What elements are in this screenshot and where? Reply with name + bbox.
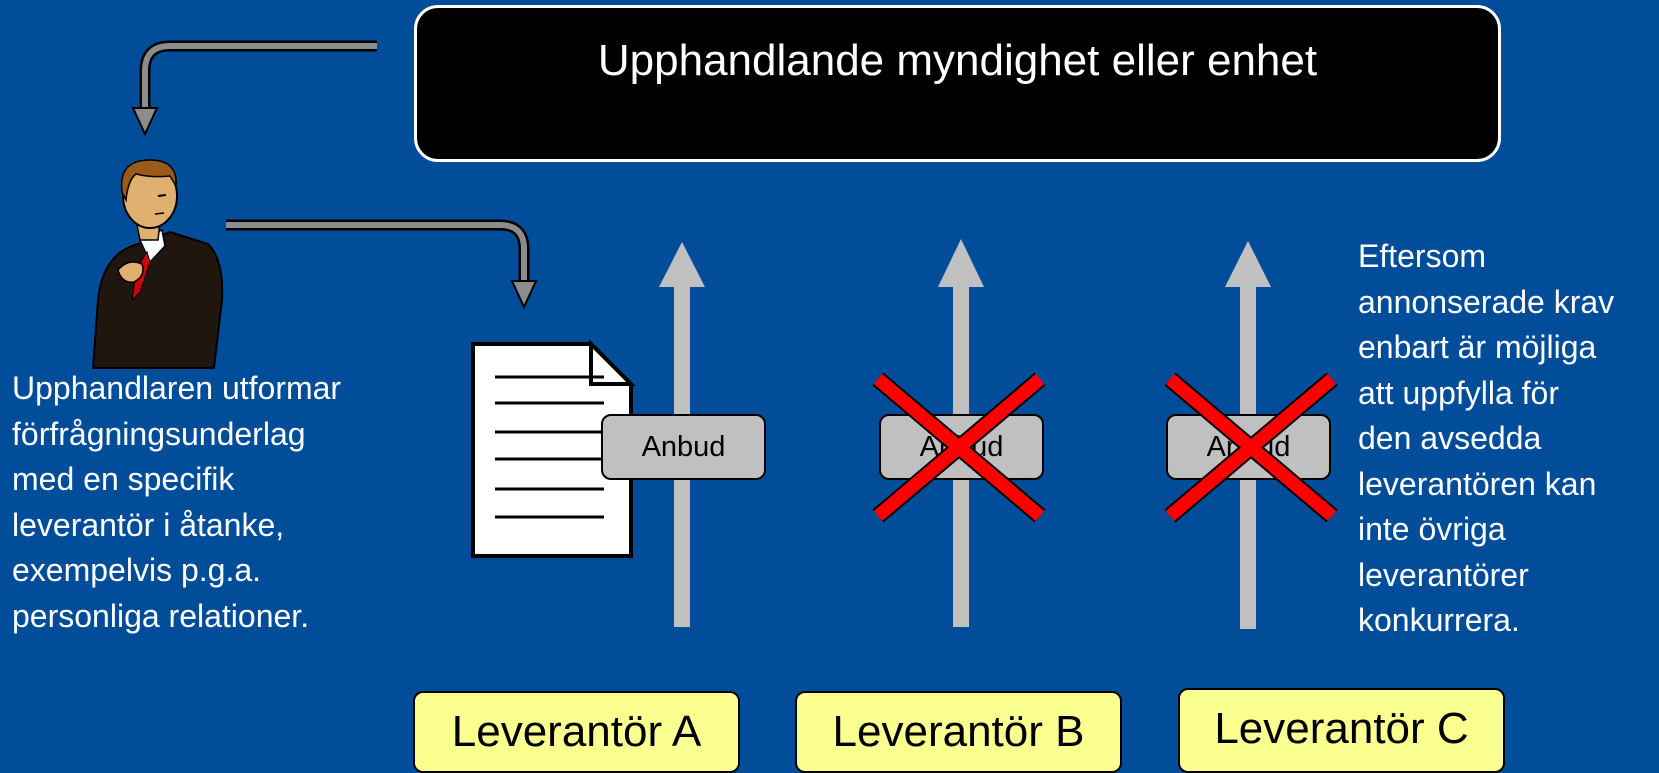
consequence-description-line: att uppfylla för [1358, 374, 1559, 411]
bid-box-b: Anbud [879, 414, 1044, 480]
procurer-person-figure [91, 159, 224, 369]
connector-arrow-authority-to-procurer [131, 40, 377, 137]
rejected-cross-icon-b [872, 372, 1046, 523]
consequence-description-line: leverantören kan [1358, 465, 1597, 502]
consequence-description-line: Eftersom [1358, 238, 1487, 274]
consequence-description-line: annonserade krav [1358, 283, 1615, 320]
bid-box-a: Anbud [601, 414, 766, 480]
tender-document-icon [471, 339, 636, 558]
procurer-description-line: leverantör i åtanke, [12, 506, 285, 543]
procurer-description-line: exempelvis p.g.a. [12, 552, 262, 588]
contracting-authority-title: Upphandlande myndighet eller enhet [597, 36, 1318, 85]
supplier-box-a: Leverantör A [413, 691, 740, 773]
consequence-description-line: enbart är möjliga [1358, 329, 1597, 365]
supplier-box-c: Leverantör C [1178, 688, 1505, 773]
consequence-description-line: inte övriga [1358, 511, 1506, 547]
connector-arrow-procurer-to-document [226, 219, 538, 310]
procurer-description-line: personliga relationer. [12, 597, 310, 634]
contracting-authority-box: Upphandlande myndighet eller enhet [414, 5, 1501, 162]
rejected-cross-icon-c [1164, 372, 1338, 523]
supplier-box-b: Leverantör B [795, 691, 1122, 773]
consequence-description-line: leverantörer [1358, 556, 1529, 593]
consequence-description-line: den avsedda [1358, 420, 1542, 456]
procurer-description: Upphandlaren utformar förfrågningsunderl… [12, 366, 412, 639]
consequence-description-line: konkurrera. [1358, 602, 1520, 638]
procurer-description-line: med en specifik [12, 461, 235, 497]
consequence-description: Eftersom annonserade krav enbart är möjl… [1358, 234, 1658, 644]
procurer-description-line: förfrågningsunderlag [12, 415, 306, 452]
procurer-description-line: Upphandlaren utformar [12, 370, 342, 406]
